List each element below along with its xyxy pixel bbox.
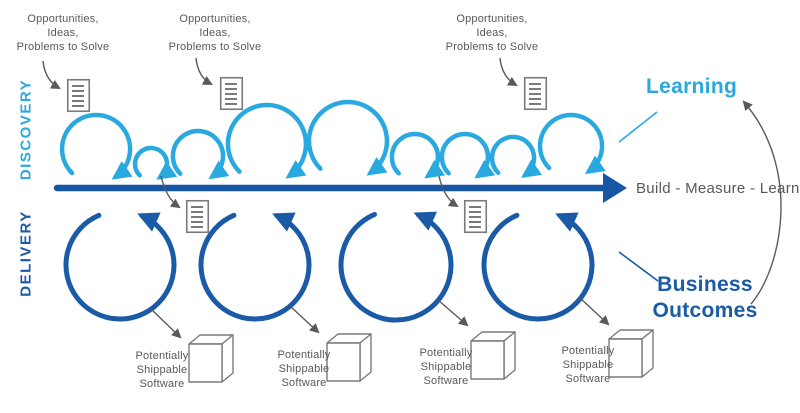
delivery-loop-arrow <box>63 212 177 322</box>
discovery-loop-arrow <box>537 112 606 175</box>
opportunity-note: Opportunities, Ideas, Problems to Solve <box>432 12 552 54</box>
opportunity-note-line: Opportunities, <box>27 13 99 25</box>
discovery-loop-arrow <box>59 112 133 180</box>
shippable-note-line: Potentially <box>135 350 189 362</box>
shippable-note-line: Potentially <box>277 349 331 361</box>
shippable-note-line: Potentially <box>419 347 473 359</box>
opportunity-note-line: Problems to Solve <box>168 41 262 53</box>
ship-arrow <box>289 305 320 334</box>
document-icon <box>523 76 548 111</box>
shippable-note: Potentially Shippable Software <box>538 344 638 386</box>
note-arrows <box>42 57 610 339</box>
discovery-loop-arrows <box>59 99 606 180</box>
build-measure-learn-arrow <box>53 173 627 203</box>
note-arrow <box>499 57 518 87</box>
opportunity-note-line: Problems to Solve <box>16 41 110 53</box>
shippable-note-line: Software <box>281 377 327 389</box>
opportunity-note-line: Ideas, <box>476 27 508 39</box>
shippable-note: Potentially Shippable Software <box>112 349 212 391</box>
feedback-curve-arrow <box>742 100 782 305</box>
shippable-note-line: Software <box>565 373 611 385</box>
note-arrow <box>195 57 213 85</box>
delivery-loop-arrow <box>338 211 454 323</box>
note-arrow <box>42 60 61 90</box>
document-icon <box>463 199 488 234</box>
delivery-track-label: DELIVERY <box>17 210 35 297</box>
opportunity-note: Opportunities, Ideas, Problems to Solve <box>3 12 123 54</box>
shippable-note: Potentially Shippable Software <box>396 346 496 388</box>
opportunity-note-line: Ideas, <box>47 27 79 39</box>
ship-arrow <box>579 297 610 326</box>
discovery-loop-arrow <box>132 145 178 180</box>
build-measure-learn-label: Build - Measure - Learn <box>636 180 800 197</box>
document-icon <box>185 199 210 234</box>
shippable-note-line: Shippable <box>562 359 614 371</box>
tick-arrow <box>160 175 181 209</box>
learning-label: Learning <box>646 75 738 98</box>
discovery-loop-arrow <box>489 134 543 178</box>
opportunity-note: Opportunities, Ideas, Problems to Solve <box>155 12 275 54</box>
business-outcomes-line2: Outcomes <box>652 299 758 322</box>
business-outcomes-line1: Business <box>657 273 753 296</box>
business-outcomes-connector-line <box>618 251 659 282</box>
shippable-note-line: Shippable <box>420 361 472 373</box>
opportunity-note-line: Opportunities, <box>456 13 528 25</box>
shippable-note-line: Shippable <box>278 363 330 375</box>
shippable-note-line: Software <box>423 375 469 387</box>
opportunity-note-line: Problems to Solve <box>445 41 539 53</box>
tick-arrow <box>438 175 459 208</box>
discovery-loop-arrow <box>389 131 446 179</box>
shippable-note-line: Potentially <box>561 345 615 357</box>
main-arrowhead <box>603 173 627 203</box>
shippable-note-line: Software <box>139 378 185 390</box>
discovery-loop-arrow <box>306 99 390 176</box>
shippable-note-line: Shippable <box>136 364 188 376</box>
ship-arrow <box>437 299 469 327</box>
discovery-loop-arrow <box>439 131 496 179</box>
document-icon <box>219 76 244 111</box>
opportunity-note-line: Opportunities, <box>179 13 251 25</box>
shippable-note: Potentially Shippable Software <box>254 348 354 390</box>
delivery-loop-arrows <box>63 211 595 323</box>
opportunity-note-line: Ideas, <box>199 27 231 39</box>
discovery-loop-arrow <box>170 128 230 180</box>
delivery-loop-arrow <box>481 212 595 322</box>
business-outcomes-label: Business Outcomes <box>650 272 760 324</box>
document-icon <box>66 78 91 113</box>
ship-arrow <box>150 308 182 339</box>
discovery-loop-arrow <box>225 102 309 179</box>
learning-connector-line <box>618 111 658 143</box>
discovery-track-label: DISCOVERY <box>17 78 35 181</box>
delivery-loop-arrow <box>198 212 312 322</box>
